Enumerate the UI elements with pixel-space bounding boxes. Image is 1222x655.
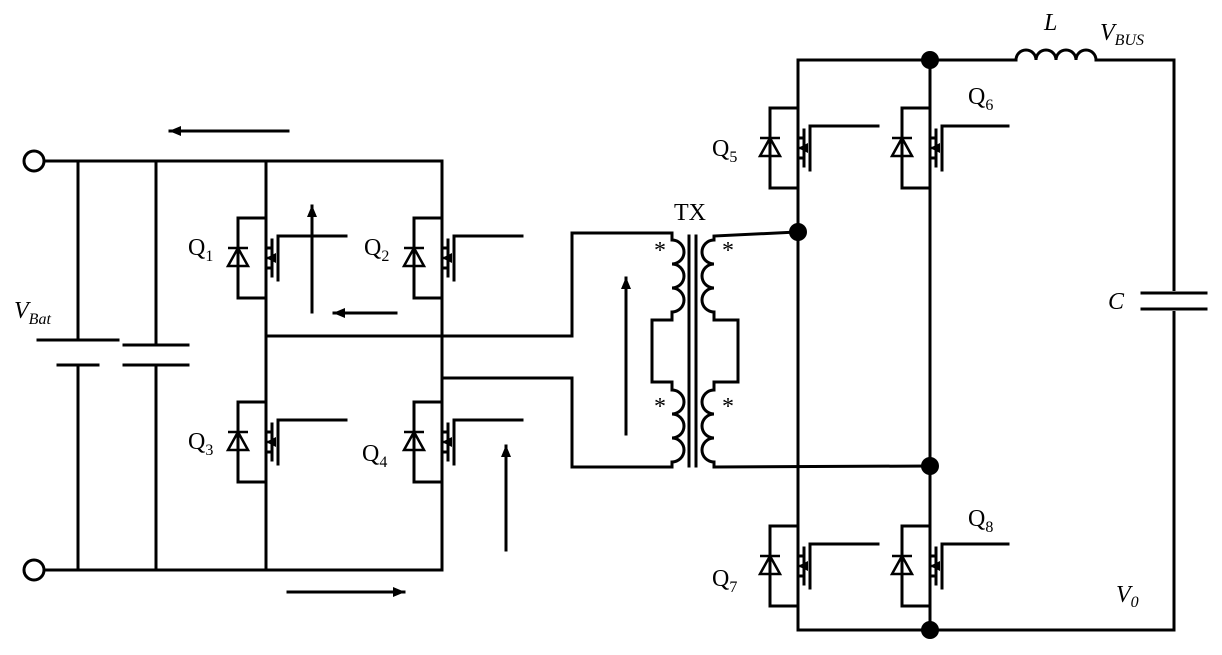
junction-dot xyxy=(789,223,807,241)
dot-mark-primary-top: * xyxy=(654,238,666,264)
q8-label: Q8 xyxy=(968,506,993,536)
gate-leads-right xyxy=(834,124,1010,546)
junction-dot xyxy=(921,457,939,475)
primary-lower-wire xyxy=(440,376,674,469)
transformer xyxy=(650,230,932,469)
primary-upper-wire xyxy=(264,231,674,338)
switch-q6 xyxy=(890,106,970,190)
input-terminal-bottom xyxy=(22,558,46,582)
capacitor-label: C xyxy=(1108,289,1125,315)
junction-dot xyxy=(921,621,939,639)
switch-q2 xyxy=(402,216,482,300)
gate-leads xyxy=(302,234,524,422)
junction-dot xyxy=(921,51,939,69)
q4-label: Q4 xyxy=(362,441,387,471)
q6-label: Q6 xyxy=(968,84,993,114)
dot-mark-secondary-bottom: * xyxy=(722,394,734,420)
q2-label: Q2 xyxy=(364,235,389,265)
switch-q5 xyxy=(758,106,838,190)
battery xyxy=(36,159,120,572)
dot-mark-secondary-top: * xyxy=(722,238,734,264)
inductor xyxy=(928,48,1102,62)
transformer-label: TX xyxy=(674,200,706,226)
inductor-label: L xyxy=(1043,10,1057,36)
q5-label: Q5 xyxy=(712,136,737,166)
dot-mark-primary-bottom: * xyxy=(654,394,666,420)
switch-q8 xyxy=(890,524,970,608)
right-output-loop xyxy=(796,58,1176,632)
q3-label: Q3 xyxy=(188,429,213,459)
input-capacitor xyxy=(122,159,190,572)
output-voltage-label: V0 xyxy=(1116,582,1139,611)
q1-label: Q1 xyxy=(188,235,213,265)
switch-q3 xyxy=(226,400,306,484)
bus-voltage-label: VBUS xyxy=(1100,20,1144,49)
input-terminal-top xyxy=(22,149,46,173)
switch-q7 xyxy=(758,524,838,608)
battery-label: VBat xyxy=(14,298,51,328)
switch-q1 xyxy=(226,216,306,300)
switch-q4 xyxy=(402,400,482,484)
q7-label: Q7 xyxy=(712,566,737,596)
